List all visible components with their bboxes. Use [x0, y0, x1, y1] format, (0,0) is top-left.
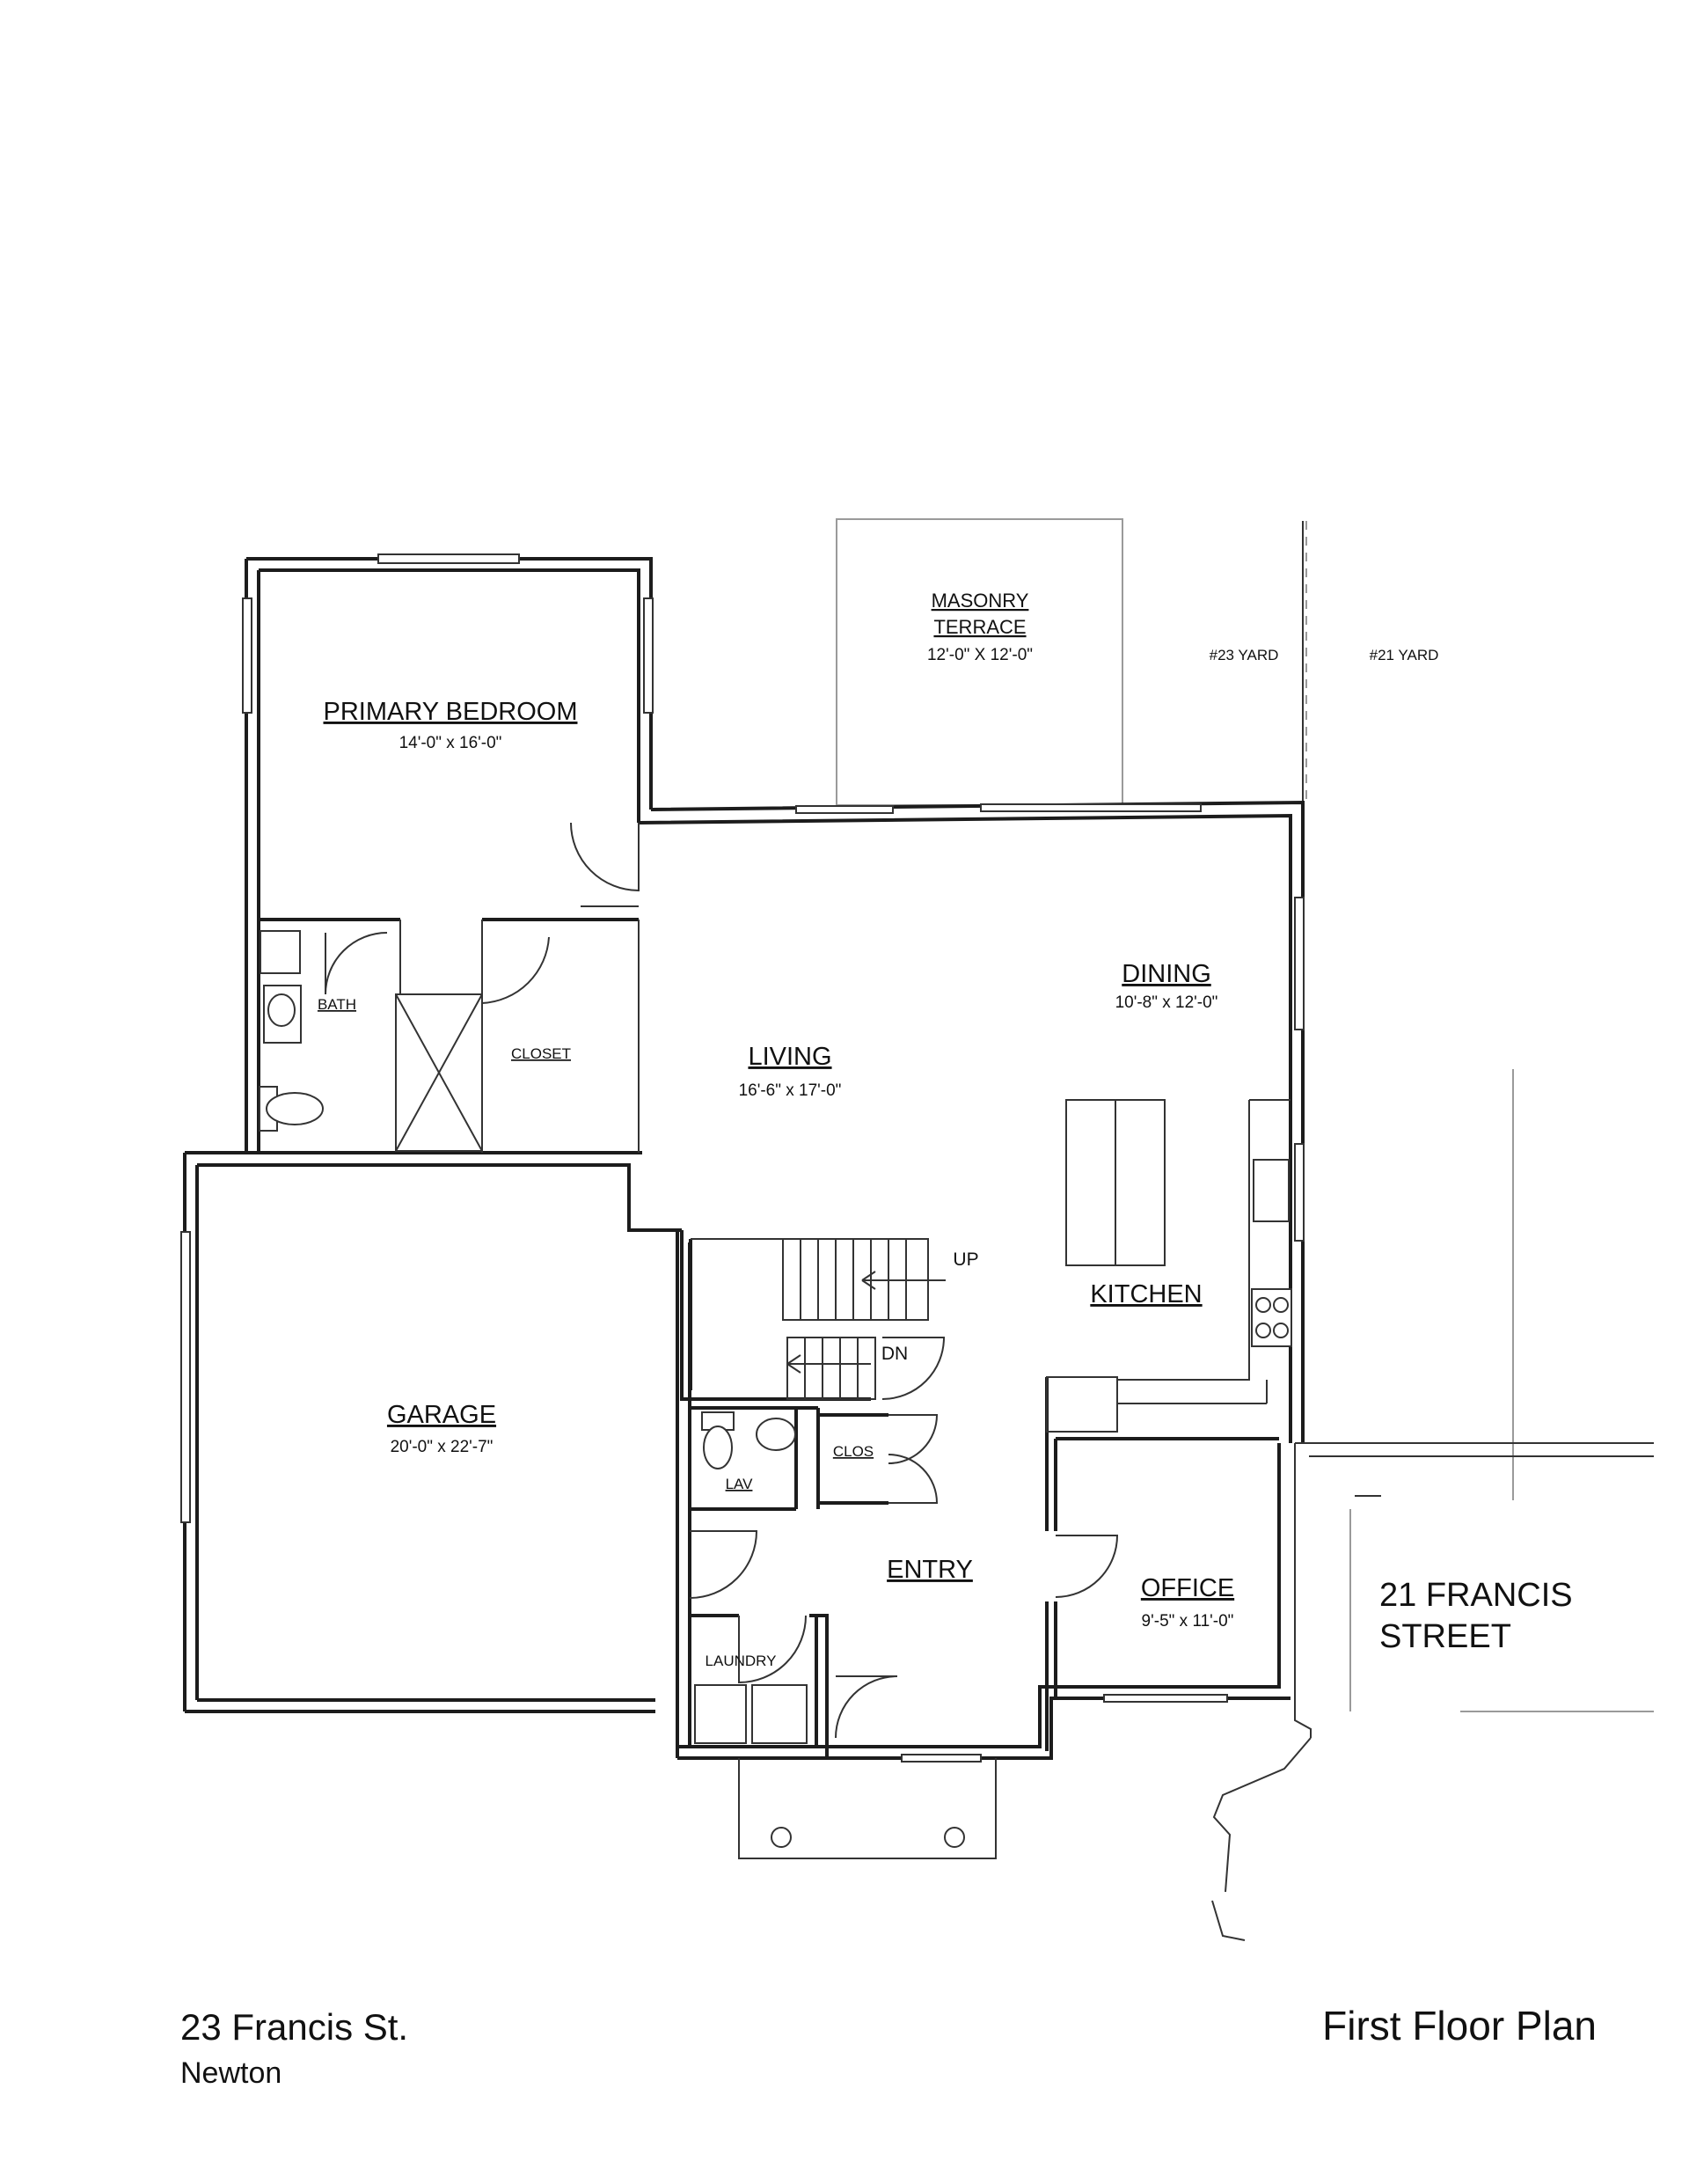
- office-label: OFFICE: [1141, 1574, 1234, 1602]
- city-text: Newton: [180, 2056, 282, 2090]
- dining-label: DINING: [1122, 960, 1211, 988]
- garage-label: GARAGE: [387, 1401, 496, 1429]
- stair-up-label: UP: [953, 1250, 978, 1270]
- front-porch: [738, 1758, 997, 1859]
- closet-label: CLOSET: [511, 1045, 571, 1062]
- living-label: LIVING: [748, 1043, 831, 1071]
- stair-down-label: DN: [881, 1344, 908, 1364]
- windows: [180, 553, 1305, 1763]
- laundry-label: LAUNDRY: [706, 1653, 777, 1669]
- terrace-dim: 12'-0" X 12'-0": [927, 646, 1033, 664]
- terrace-label-1: MASONRY: [932, 590, 1029, 612]
- neighbor-street-line1: 21 FRANCIS: [1379, 1577, 1573, 1614]
- address-text: 23 Francis St.: [180, 2006, 408, 2048]
- neighbor-house: [1211, 1069, 1654, 1941]
- entry-label: ENTRY: [887, 1556, 973, 1584]
- office-dim: 9'-5" x 11'-0": [1142, 1612, 1234, 1631]
- dining-dim: 10'-8" x 12'-0": [1115, 993, 1218, 1012]
- neighbor-yard-label: #21 YARD: [1370, 647, 1439, 663]
- kitchen-label: KITCHEN: [1090, 1280, 1202, 1308]
- staircase: [782, 1238, 946, 1400]
- neighbor-street-line2: STREET: [1379, 1618, 1511, 1655]
- plan-title: First Floor Plan: [1322, 2003, 1597, 2048]
- living-dim: 16'-6" x 17'-0": [739, 1081, 842, 1100]
- room-labels: PRIMARY BEDROOM 14'-0" x 16'-0" BATH CLO…: [318, 590, 1573, 1669]
- bath-label: BATH: [318, 996, 356, 1013]
- primary-bedroom-dim: 14'-0" x 16'-0": [399, 734, 502, 752]
- lav-label: LAV: [726, 1476, 754, 1492]
- terrace-label-2: TERRACE: [933, 616, 1026, 638]
- title-block: 23 Francis St. Newton First Floor Plan: [180, 2003, 1597, 2090]
- property-line: [1302, 521, 1307, 803]
- clos-label: CLOS: [833, 1443, 874, 1460]
- fixtures: [259, 930, 1292, 1744]
- this-yard-label: #23 YARD: [1210, 647, 1279, 663]
- exterior-walls: [183, 557, 1305, 1760]
- interior-walls: [259, 905, 1291, 1758]
- garage-dim: 20'-0" x 22'-7": [391, 1438, 494, 1456]
- doors: [325, 822, 1119, 1739]
- primary-bedroom-label: PRIMARY BEDROOM: [324, 698, 578, 726]
